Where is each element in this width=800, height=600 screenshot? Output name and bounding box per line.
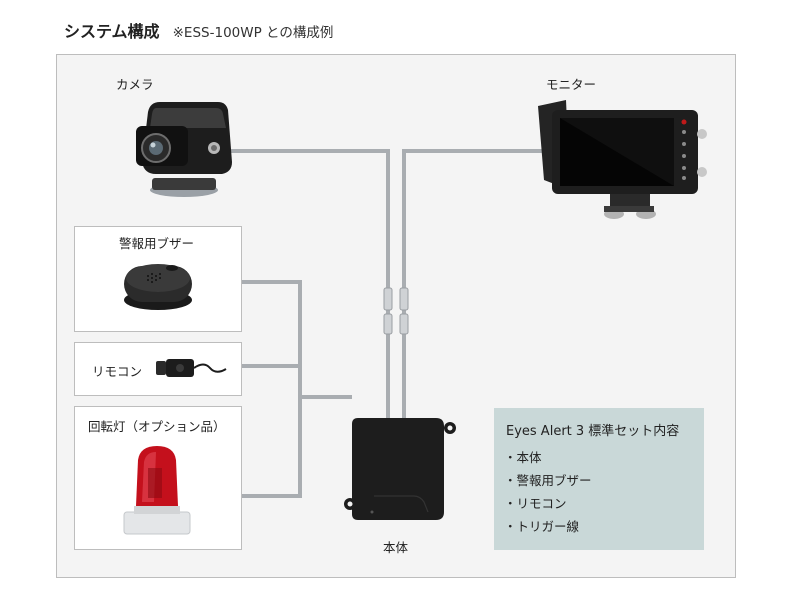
beacon-icon (123, 446, 191, 535)
page-subtitle: ※ESS-100WP との構成例 (172, 25, 334, 41)
buzzer-label: 警報用ブザー (119, 236, 195, 251)
beacon-wire (242, 397, 302, 498)
remote-label: リモコン (92, 364, 143, 379)
monitor-wire (402, 149, 545, 420)
buzzer-wire (242, 280, 302, 397)
kit-item: ・トリガー線 (504, 519, 580, 534)
wire-connectors (383, 287, 409, 335)
buzzer-icon (124, 264, 192, 310)
camera-wire (228, 149, 390, 420)
kit-title: Eyes Alert 3 標準セット内容 (506, 424, 680, 439)
page-title: システム構成 (64, 22, 160, 41)
monitor-icon (538, 100, 707, 219)
monitor-label: モニター (546, 77, 597, 92)
main-unit-icon (344, 418, 456, 520)
standard-kit-box: Eyes Alert 3 標準セット内容 ・本体 ・警報用ブザー ・リモコン ・… (494, 408, 704, 550)
page-header: システム構成 ※ESS-100WP との構成例 (64, 18, 333, 42)
main-unit-label: 本体 (383, 540, 409, 555)
kit-item: ・リモコン (504, 496, 567, 511)
remote-icon (156, 359, 227, 377)
camera-icon (136, 102, 232, 197)
kit-item: ・本体 (504, 450, 542, 465)
beacon-label: 回転灯（オプション品） (88, 419, 226, 434)
kit-item: ・警報用ブザー (504, 473, 592, 488)
kit-list: ・本体 ・警報用ブザー ・リモコン ・トリガー線 (504, 448, 592, 540)
camera-label: カメラ (116, 77, 154, 92)
